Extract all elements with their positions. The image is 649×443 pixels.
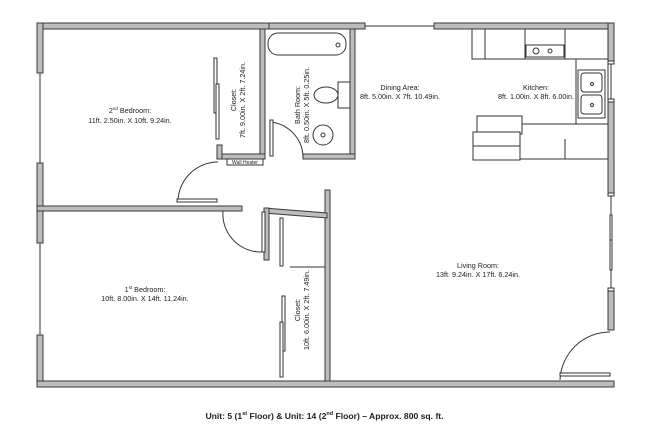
room-label-kitchen: Kitchen: 8ft. 1.00in. X 8ft. 6.00in.	[498, 83, 574, 101]
svg-text:1st Bedroom:: 1st Bedroom:	[125, 285, 166, 294]
bathroom-fixtures	[267, 32, 351, 146]
svg-text:Closet:: Closet:	[293, 299, 302, 321]
svg-text:11ft. 2.50in. X 10ft. 9.24in.: 11ft. 2.50in. X 10ft. 9.24in.	[88, 116, 171, 125]
svg-text:Closet:: Closet:	[229, 89, 238, 111]
kitchen-fixtures	[471, 28, 609, 161]
svg-text:Kitchen:: Kitchen:	[523, 83, 549, 92]
svg-text:7ft. 9.00in. X 2ft. 7.24in.: 7ft. 9.00in. X 2ft. 7.24in.	[238, 62, 247, 138]
doors	[176, 119, 611, 381]
svg-text:13ft. 9.24in. X 17ft. 6.24in.: 13ft. 9.24in. X 17ft. 6.24in.	[436, 270, 520, 279]
room-label-bathroom: Bath Room: 8ft. 0.50in. X 5ft. 0.25in.	[293, 67, 311, 143]
room-label-bedroom1: 1st Bedroom: 10ft. 8.00in. X 14ft. 11.24…	[101, 285, 188, 303]
wall-heater: Wall Heater	[226, 158, 264, 166]
room-label-closet-bottom: Closet: 10ft. 6.00in. X 2ft. 7.49in.	[293, 270, 311, 350]
svg-text:2nd Bedroom:: 2nd Bedroom:	[109, 106, 151, 115]
svg-text:Dining Area:: Dining Area:	[380, 83, 419, 92]
closet-doors	[213, 57, 325, 378]
svg-text:8ft. 1.00in. X 8ft. 6.00in.: 8ft. 1.00in. X 8ft. 6.00in.	[498, 92, 574, 101]
svg-text:10ft. 8.00in. X 14ft. 11.24in.: 10ft. 8.00in. X 14ft. 11.24in.	[101, 294, 188, 303]
room-label-dining: Dining Area: 8ft. 5.00in. X 7ft. 10.49in…	[360, 83, 440, 101]
room-label-living: Living Room: 13ft. 9.24in. X 17ft. 6.24i…	[436, 261, 520, 279]
svg-text:Bath Room:: Bath Room:	[293, 86, 302, 124]
stove-icon	[525, 44, 565, 58]
svg-text:8ft. 5.00in. X 7ft. 10.49in.: 8ft. 5.00in. X 7ft. 10.49in.	[360, 92, 440, 101]
room-label-closet-top: Closet: 7ft. 9.00in. X 2ft. 7.24in.	[229, 62, 247, 138]
unit-caption: Unit: 5 (1st Floor) & Unit: 14 (2nd Floo…	[205, 411, 444, 421]
refrigerator-icon	[476, 115, 523, 135]
room-label-bedroom2: 2nd Bedroom: 11ft. 2.50in. X 10ft. 9.24i…	[88, 106, 171, 125]
svg-text:8ft. 0.50in. X 5ft. 0.25in.: 8ft. 0.50in. X 5ft. 0.25in.	[302, 67, 311, 143]
toilet-icon	[313, 86, 339, 104]
svg-text:Wall Heater: Wall Heater	[232, 160, 258, 166]
svg-text:10ft. 6.00in. X 2ft. 7.49in.: 10ft. 6.00in. X 2ft. 7.49in.	[302, 270, 311, 350]
svg-text:Living Room:: Living Room:	[457, 261, 499, 270]
